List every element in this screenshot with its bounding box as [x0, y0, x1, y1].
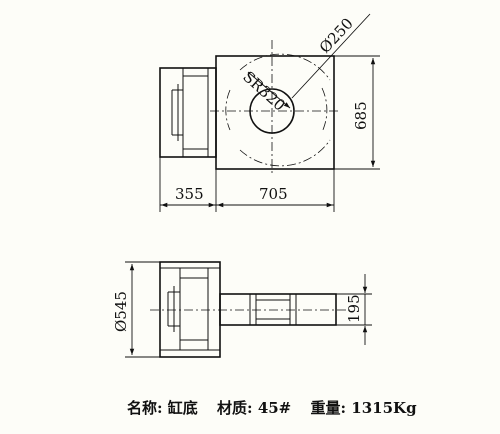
spherical-arc-lines: [225, 53, 331, 167]
material-value: 45#: [258, 399, 291, 417]
left-flange: [159, 62, 217, 163]
flange-body: [159, 261, 221, 358]
shaft: [219, 293, 337, 326]
left-width-label: 355: [175, 185, 204, 203]
svg-text:名称: 缸底 材质: 4: 名称: 缸底 材质: 45# 重量: 1315Kg: [127, 399, 417, 417]
title-caption: 名称: 缸底 材质: 45# 重量: 1315Kg: [127, 399, 417, 417]
shaft-height-label: 195: [345, 294, 363, 323]
height-dimension-label: 685: [352, 101, 370, 130]
weight-label: 重量:: [311, 399, 347, 417]
main-width-label: 705: [259, 185, 288, 203]
front-view: Ø545 195: [112, 261, 372, 358]
name-value: 缸底: [168, 399, 198, 417]
weight-value: 1315Kg: [351, 399, 417, 417]
name-label: 名称:: [127, 399, 163, 417]
material-label: 材质:: [217, 399, 253, 417]
base-diameter-label: Ø545: [112, 291, 130, 332]
top-view: Ø250 SR320 685 355 705: [159, 13, 380, 212]
